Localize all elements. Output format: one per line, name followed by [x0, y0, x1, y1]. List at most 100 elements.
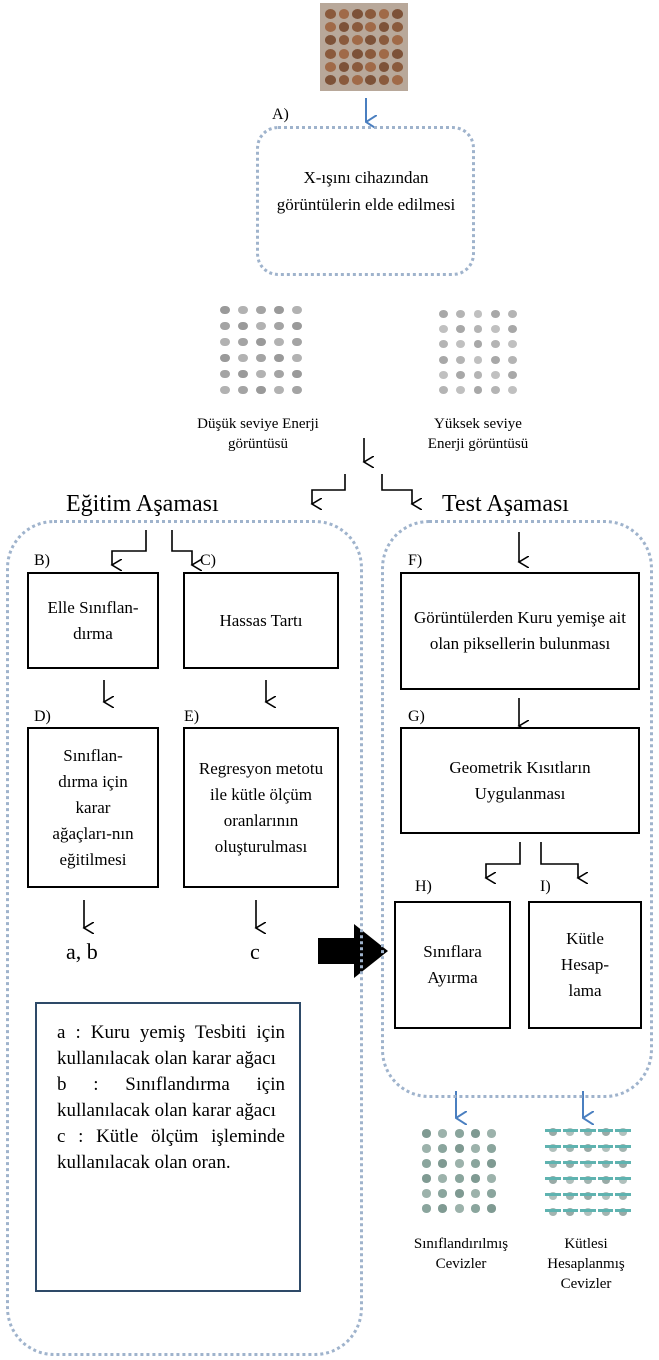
walnut-blob	[454, 1204, 464, 1213]
walnut-blob	[490, 309, 500, 318]
walnut-blob	[256, 353, 266, 363]
mass-mark	[580, 1193, 596, 1196]
walnut-blob	[490, 340, 500, 349]
walnut-blob	[338, 75, 350, 86]
label-c: C)	[200, 552, 216, 569]
walnut-blob	[325, 8, 337, 19]
classified-walnuts-image	[418, 1126, 500, 1216]
mass-mark	[597, 1177, 614, 1180]
classified-caption: Sınıflandırılmış Cevizler	[413, 1236, 509, 1272]
mass-mark	[562, 1161, 579, 1164]
walnut-blob	[378, 8, 390, 19]
walnut-blob	[325, 35, 337, 46]
walnut-blob	[473, 340, 483, 349]
mass-mark	[562, 1193, 579, 1196]
test-stage-container	[381, 520, 653, 1098]
mass-mark	[597, 1129, 614, 1132]
walnut-blob	[292, 369, 302, 379]
walnut-blob	[365, 48, 377, 59]
walnut-blob	[220, 305, 230, 315]
walnut-blob	[473, 355, 483, 364]
walnut-blob	[220, 337, 230, 347]
walnut-blob	[365, 62, 377, 72]
precise-scale-box: Hassas Tartı	[183, 572, 339, 669]
walnut-blob	[325, 62, 337, 72]
walnut-blob	[238, 305, 248, 315]
mass-mark	[580, 1145, 596, 1148]
walnut-blob	[507, 340, 517, 349]
walnut-blob	[507, 370, 517, 379]
walnut-blob	[507, 355, 517, 364]
mass-mark	[545, 1193, 561, 1196]
walnut-blob	[274, 305, 284, 315]
big-arrow-to-test	[318, 924, 388, 978]
walnut-blob	[391, 48, 403, 59]
arrow-to-scale	[171, 530, 192, 565]
walnut-blob	[454, 1174, 464, 1183]
mass-mark	[615, 1129, 631, 1132]
label-h: H)	[415, 878, 432, 895]
walnut-blob	[351, 35, 363, 46]
walnut-blob	[256, 337, 266, 347]
walnut-blob	[325, 48, 337, 59]
walnut-blob	[454, 1189, 464, 1198]
walnut-blob	[507, 324, 517, 333]
walnut-blob	[338, 62, 350, 72]
walnut-blob	[438, 1204, 448, 1213]
walnut-blob	[391, 35, 403, 46]
walnut-blob	[456, 386, 466, 395]
mass-mark	[580, 1129, 596, 1132]
walnut-blob	[256, 369, 266, 379]
walnut-blob	[456, 340, 466, 349]
training-stage-container	[6, 520, 363, 1356]
mass-mark	[545, 1209, 561, 1212]
mass-mark	[615, 1161, 631, 1164]
walnut-blob	[274, 353, 284, 363]
mass-mark	[580, 1177, 596, 1180]
mass-mark	[615, 1177, 631, 1180]
walnut-blob	[338, 35, 350, 46]
walnut-blob	[256, 385, 266, 395]
mass-mark	[545, 1161, 561, 1164]
mass-mark	[615, 1145, 631, 1148]
xray-box-border	[256, 126, 475, 276]
walnut-blob	[292, 385, 302, 395]
label-a: A)	[272, 106, 289, 123]
legend-a: a : Kuru yemiş Tesbiti için kullanılacak…	[57, 1022, 285, 1069]
walnut-blob	[391, 62, 403, 72]
walnut-blob	[439, 340, 449, 349]
walnut-blob	[238, 321, 248, 331]
mass-calc-box: Kütle Hesap-lama	[528, 901, 642, 1029]
walnut-blob	[325, 22, 337, 32]
walnut-blob	[238, 369, 248, 379]
classify-box: Sınıflara Ayırma	[394, 901, 511, 1029]
walnut-blob	[256, 321, 266, 331]
mass-mark	[545, 1177, 561, 1180]
walnut-blob	[487, 1144, 497, 1153]
walnut-blob	[454, 1159, 464, 1168]
walnut-blob	[438, 1144, 448, 1153]
arrow-to-classify	[486, 842, 521, 878]
label-d: D)	[34, 708, 51, 725]
label-e: E)	[184, 708, 200, 725]
walnut-blob	[470, 1144, 480, 1153]
walnut-blob	[220, 353, 230, 363]
walnut-blob	[220, 369, 230, 379]
walnut-blob	[470, 1204, 480, 1213]
label-g: G)	[408, 708, 425, 725]
walnut-blob	[351, 48, 363, 59]
walnut-blob	[256, 305, 266, 315]
walnut-blob	[325, 75, 337, 86]
walnut-blob	[454, 1129, 464, 1138]
find-pixels-box: Görüntülerden Kuru yemişe ait olan pikse…	[400, 572, 640, 690]
walnut-blob	[365, 22, 377, 32]
walnut-blob	[456, 370, 466, 379]
walnut-blob	[439, 324, 449, 333]
walnut-blob	[351, 62, 363, 72]
mass-mark	[562, 1129, 579, 1132]
mass-mark	[580, 1161, 596, 1164]
walnut-blob	[473, 386, 483, 395]
walnut-blob	[274, 369, 284, 379]
mass-mark	[597, 1145, 614, 1148]
arrow-to-manual	[112, 530, 147, 565]
